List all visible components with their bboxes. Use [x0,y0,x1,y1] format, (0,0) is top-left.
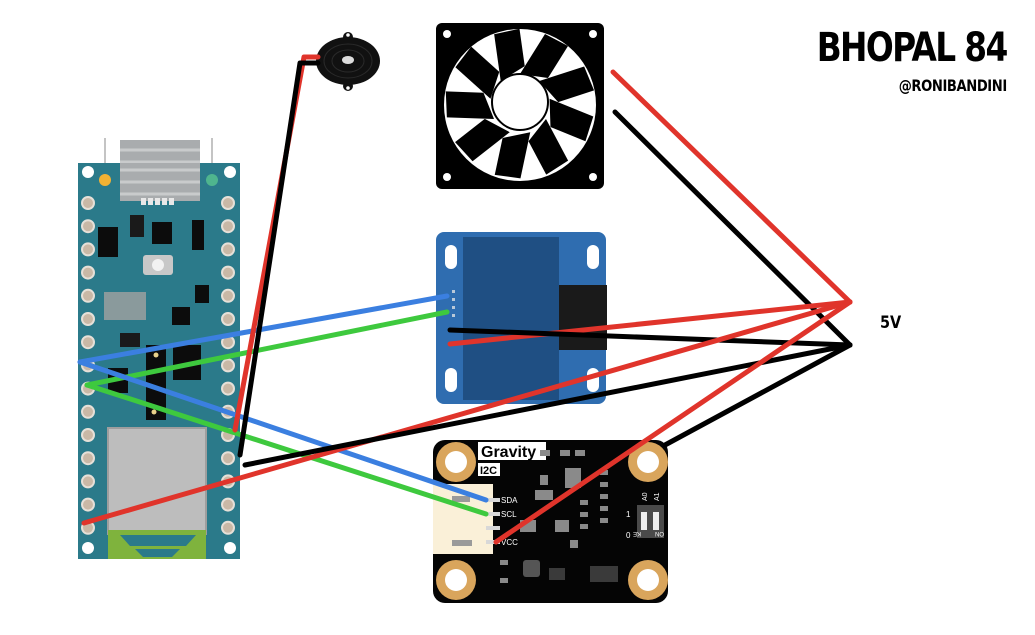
wire-nano-scl-sensor [84,382,489,517]
smd-component [540,475,548,485]
fan-blade [528,119,569,175]
fan-blade [445,91,495,119]
smd-component [600,494,608,499]
pin-pad [81,428,95,442]
wire-nano-5v-red [81,299,853,526]
pin-pad [221,242,235,257]
switch-label-a1: A1 [654,492,661,501]
pin-pad [221,381,235,396]
sensor-brand-label: Gravity [481,444,536,461]
wire-oled-black [447,327,853,348]
smd-component [535,490,553,500]
fan-blade [539,66,595,103]
fan-blade [455,46,500,99]
wires [77,54,853,545]
pin-pad [221,288,235,303]
switch-label-1: 1 [626,510,631,519]
cooling-fan [436,23,604,189]
wire-buzzer-black [237,60,321,458]
pin-pad [81,196,95,210]
switch-label-a0: A0 [642,492,649,501]
smd-component [580,512,588,517]
gravity-i2c-sensor: Gravity I2C SDA SCL VCC A0 A1 1 0 KE ON [433,440,668,603]
wifi-module [107,427,207,535]
wire-nano-sda-oled [77,293,450,365]
smd-component [600,470,608,475]
pin-header-left [81,196,95,535]
smd-component [580,500,588,505]
smd-component [575,450,585,456]
wire-sensor-vcc-red [493,299,853,545]
pin-pad [221,497,235,512]
fan-blade [455,118,510,162]
pin-pad [221,520,235,535]
pin-pad [81,219,95,234]
pin-pad [221,312,235,326]
led-yellow [99,174,111,186]
wire-nano-sda-sensor [77,359,489,503]
piezo-buzzer [316,32,380,91]
pin-pad [221,265,235,280]
power-rail-label: 5V [880,313,902,333]
sensor-bus-label: I2C [480,465,497,477]
mount-holes [436,442,668,600]
smd-component [500,560,508,565]
wire-buzzer-red [232,54,321,433]
pin-pad [81,242,95,257]
author-handle: @RONIBANDINI [898,76,1007,95]
pin-pad [221,358,235,373]
smd-component [560,450,570,456]
smd-component [600,518,608,523]
oled-display [436,232,607,404]
switch-label-on: ON [655,530,664,536]
pin-pad [81,265,95,280]
pin-label-vcc: VCC [501,538,518,547]
arduino-nano-board [78,138,240,559]
smd-component [500,578,508,583]
wire-nano-gnd-black [242,342,853,468]
pin-pad [221,196,235,210]
pin-pad [81,404,95,419]
pin-pad [81,335,95,350]
pin-pad [81,497,95,512]
fan-blade [494,132,531,179]
smd-component [580,524,588,529]
smd-component [555,520,569,532]
pin-pad [81,451,95,466]
smd-component [600,506,608,511]
fan-blade [494,28,525,82]
inductor [523,560,540,577]
switch-label-ke: KE [633,530,641,536]
pin-pad [81,474,95,489]
switch-label-0: 0 [626,531,631,540]
smd-component [565,468,581,488]
pin-pad [81,288,95,303]
fan-blade [549,98,594,142]
diagram-title: BHOPAL 84 [817,25,1009,71]
smd-component [540,450,550,456]
wire-oled-red [447,299,853,347]
pin-label-scl: SCL [501,510,517,519]
pin-pad [221,451,235,466]
led-green [206,174,218,186]
fan-blade [520,34,568,78]
pin-pad [81,312,95,326]
oled-screen [463,237,559,400]
smd-component [600,482,608,487]
wire-sensor-gnd-black [662,342,853,448]
wire-fan-red [610,69,853,305]
smd-component [570,540,578,548]
pin-pad [221,219,235,234]
wire-nano-scl-oled [84,309,450,388]
pin-label-sda: SDA [501,496,518,505]
